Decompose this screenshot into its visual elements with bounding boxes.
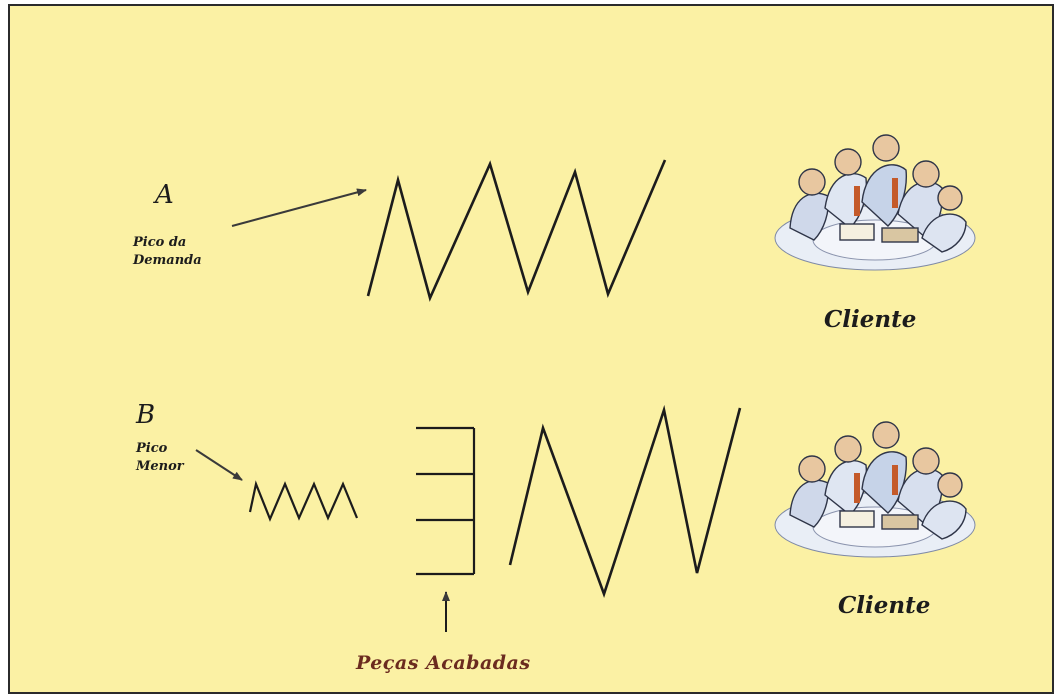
customer-label-b: Cliente <box>838 592 930 619</box>
demand-peak-label: Pico da Demanda <box>133 234 202 270</box>
demand-peak-label-line1: Pico da <box>133 234 202 252</box>
arrow-to-smaller-peak <box>196 450 242 480</box>
customer-demand-zigzag-b <box>510 408 740 594</box>
smaller-peak-zigzag <box>250 484 357 519</box>
people-meeting-icon <box>770 128 980 278</box>
finished-goods-label: Peças Acabadas <box>356 652 531 674</box>
demand-peak-label-line2: Demanda <box>133 252 202 270</box>
section-a-letter: A <box>155 180 174 210</box>
arrow-to-demand-peak <box>232 190 366 226</box>
smaller-peak-label: Pico Menor <box>136 440 184 476</box>
smaller-peak-label-line2: Menor <box>136 458 184 476</box>
smaller-peak-label-line1: Pico <box>136 440 184 458</box>
demand-peak-zigzag <box>368 160 665 298</box>
finished-goods-buffer <box>416 428 474 574</box>
section-b-letter: B <box>136 400 155 430</box>
customer-label-a: Cliente <box>824 306 916 333</box>
people-meeting-icon <box>770 415 980 565</box>
